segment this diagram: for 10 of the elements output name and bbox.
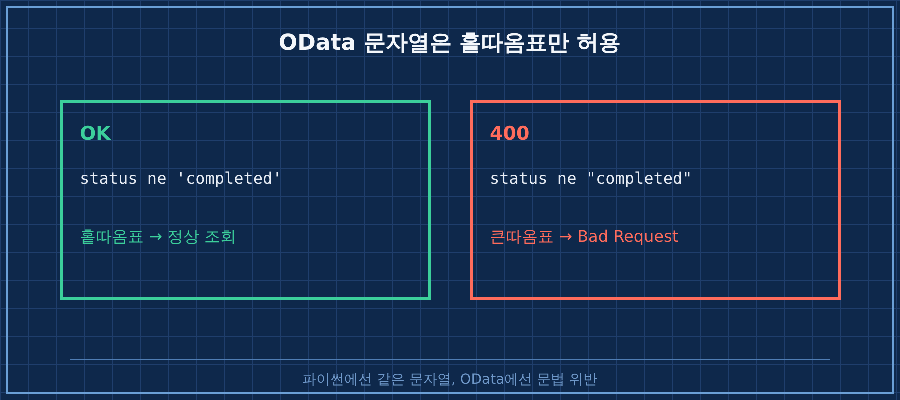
result-note: 큰따옴표 → Bad Request [490, 226, 679, 248]
title: OData 문자열은 홑따옴표만 허용 [278, 30, 622, 58]
filter-code: status ne "completed" [490, 168, 692, 190]
result-note: 홑따옴표 → 정상 조회 [80, 226, 237, 248]
status-card [470, 100, 841, 300]
status-heading: OK [80, 122, 111, 146]
status-heading: 400 [490, 122, 530, 146]
caption: 파이썬에선 같은 문자열, OData에선 문법 위반 [301, 371, 599, 390]
filter-code: status ne 'completed' [80, 168, 282, 190]
status-card [60, 100, 431, 300]
